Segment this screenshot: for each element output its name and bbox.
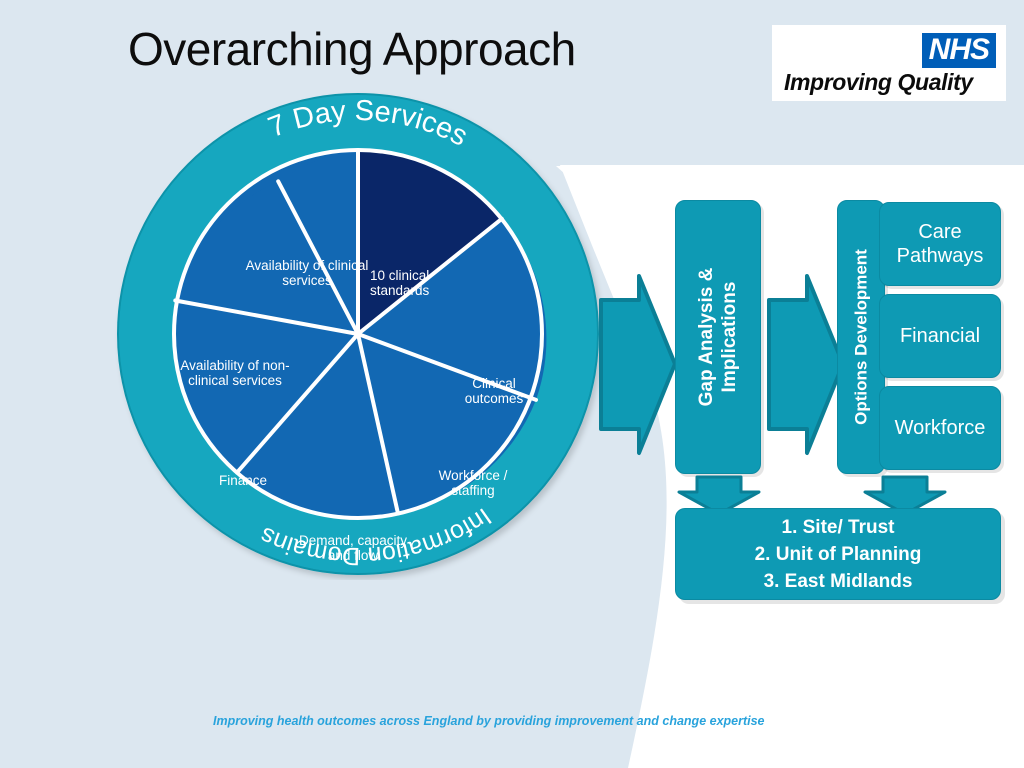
wheel-dividers [173, 148, 538, 516]
wheel-svg: 7 Day Services Information Domains [117, 93, 599, 575]
page-title: Overarching Approach [128, 23, 576, 75]
footer-strapline: Improving health outcomes across England… [213, 714, 765, 728]
level-item-2: 3. East Midlands [763, 570, 913, 592]
flow-arrow-2-icon [767, 274, 845, 455]
nhs-logo: NHS Improving Quality [772, 25, 1006, 101]
flow-down-arrow-right-icon [863, 475, 947, 516]
stage-options-development-label: Options Development [851, 249, 871, 425]
levels-box[interactable]: 1. Site/ Trust 2. Unit of Planning 3. Ea… [675, 508, 1001, 600]
wheel-segment-5 [175, 181, 358, 334]
nhs-tagline: Improving Quality [784, 69, 973, 95]
output-box-2[interactable]: Workforce [879, 386, 1001, 470]
wheel-segment-2 [358, 334, 536, 514]
nhs-mark: NHS [921, 33, 996, 68]
wheel-inner-edge [172, 148, 544, 520]
output-label-2: Workforce [894, 417, 986, 439]
wheel-segment-6 [278, 150, 358, 334]
stage-options-development-box[interactable]: Options Development [837, 200, 885, 474]
output-label-0: Care Pathways [896, 221, 984, 267]
output-label-1: Financial [899, 325, 981, 347]
output-box-0[interactable]: Care Pathways [879, 202, 1001, 286]
level-item-1: 2. Unit of Planning [754, 543, 922, 565]
wheel-segment-4 [172, 300, 358, 473]
level-item-0: 1. Site/ Trust [781, 516, 895, 538]
stage-gap-analysis-label: Gap Analysis &Implications [696, 267, 740, 407]
wheel-segments [172, 149, 547, 518]
process-flow: Gap Analysis &Implications Options Devel… [595, 190, 1015, 600]
wheel-segment-1 [358, 218, 547, 400]
wheel-segment-3 [237, 334, 398, 518]
flow-down-arrow-left-icon [677, 475, 761, 516]
output-box-1[interactable]: Financial [879, 294, 1001, 378]
wheel-segment-0 [358, 149, 502, 334]
flow-arrow-1-icon [599, 274, 677, 455]
seven-day-services-wheel: 7 Day Services Information Domains 10 cl… [112, 88, 604, 580]
stage-gap-analysis-box[interactable]: Gap Analysis &Implications [675, 200, 761, 474]
